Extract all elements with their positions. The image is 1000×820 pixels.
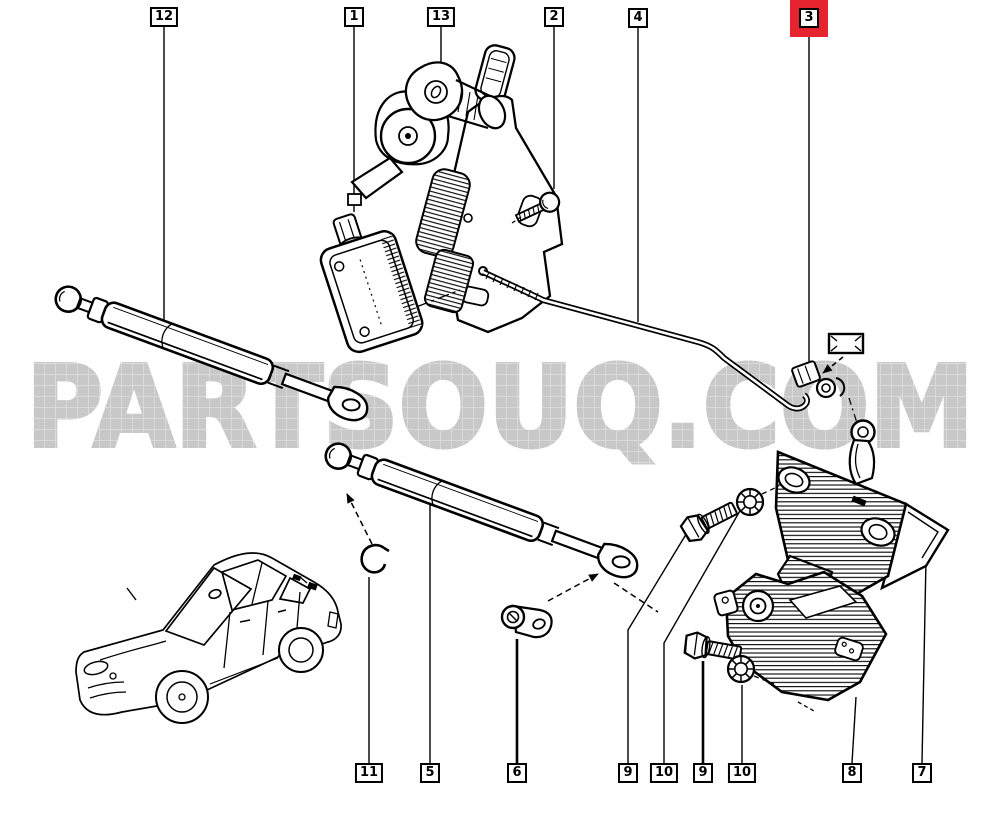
callout-11[interactable]: 11	[354, 763, 384, 783]
callout-12[interactable]: 12	[149, 7, 179, 27]
callout-6[interactable]: 6	[507, 763, 527, 783]
control-rod	[478, 266, 810, 412]
callout-5[interactable]: 5	[420, 763, 440, 783]
strut-spring-clip	[360, 543, 390, 574]
lock-actuator-motor	[319, 213, 424, 354]
strut-end-fitting	[500, 604, 553, 639]
rod-retainer-clip	[791, 332, 865, 424]
callout-1[interactable]: 1	[344, 7, 364, 27]
watermark-text: PARTSOUQ.COM	[26, 343, 974, 473]
leader-lines	[163, 27, 927, 764]
latch-washer-upper	[735, 487, 765, 517]
callout-10b[interactable]: 10	[727, 763, 757, 783]
callout-3[interactable]: 3	[799, 8, 819, 28]
striker-hook	[848, 419, 876, 486]
callout-2[interactable]: 2	[544, 7, 564, 27]
callout-9a[interactable]: 9	[618, 763, 638, 783]
latch-washer-lower	[726, 654, 756, 684]
callout-8[interactable]: 8	[842, 763, 862, 783]
screw-part-2	[514, 191, 561, 223]
callout-10a[interactable]: 10	[649, 763, 679, 783]
latch-bolt-upper	[677, 495, 742, 547]
callout-9b[interactable]: 9	[693, 763, 713, 783]
car-illustration	[75, 552, 342, 724]
tailgate-lock-latch	[713, 570, 888, 712]
lock-actuator-assembly	[319, 44, 564, 354]
callout-4[interactable]: 4	[628, 8, 648, 28]
callout-7[interactable]: 7	[912, 763, 932, 783]
callout-13[interactable]: 13	[426, 7, 456, 27]
